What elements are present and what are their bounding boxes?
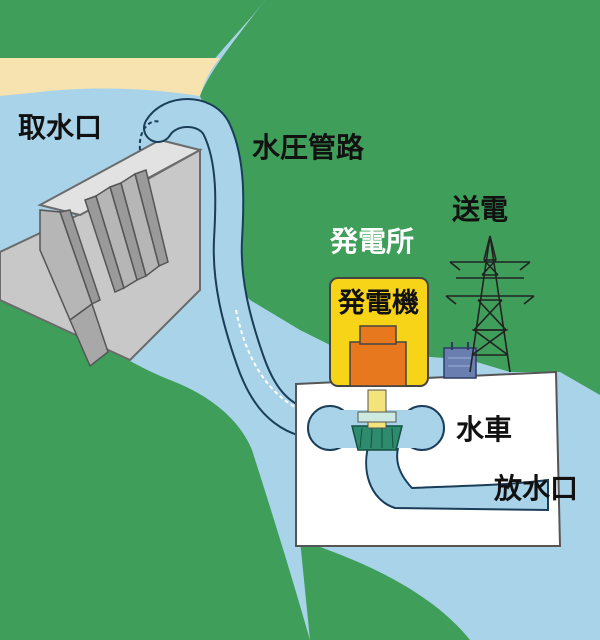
label-turbine: 水車 — [456, 416, 512, 444]
generator-core — [350, 342, 406, 386]
station-building — [296, 372, 560, 546]
label-generator: 発電機 — [338, 290, 419, 317]
label-penstock: 水圧管路 — [252, 134, 364, 162]
power-station — [296, 372, 560, 546]
label-transmission: 送電 — [452, 196, 508, 224]
label-outlet: 放水口 — [494, 475, 578, 503]
label-intake: 取水口 — [18, 114, 102, 142]
label-power-station: 発電所 — [330, 228, 414, 256]
turbine-wheel — [352, 426, 402, 450]
